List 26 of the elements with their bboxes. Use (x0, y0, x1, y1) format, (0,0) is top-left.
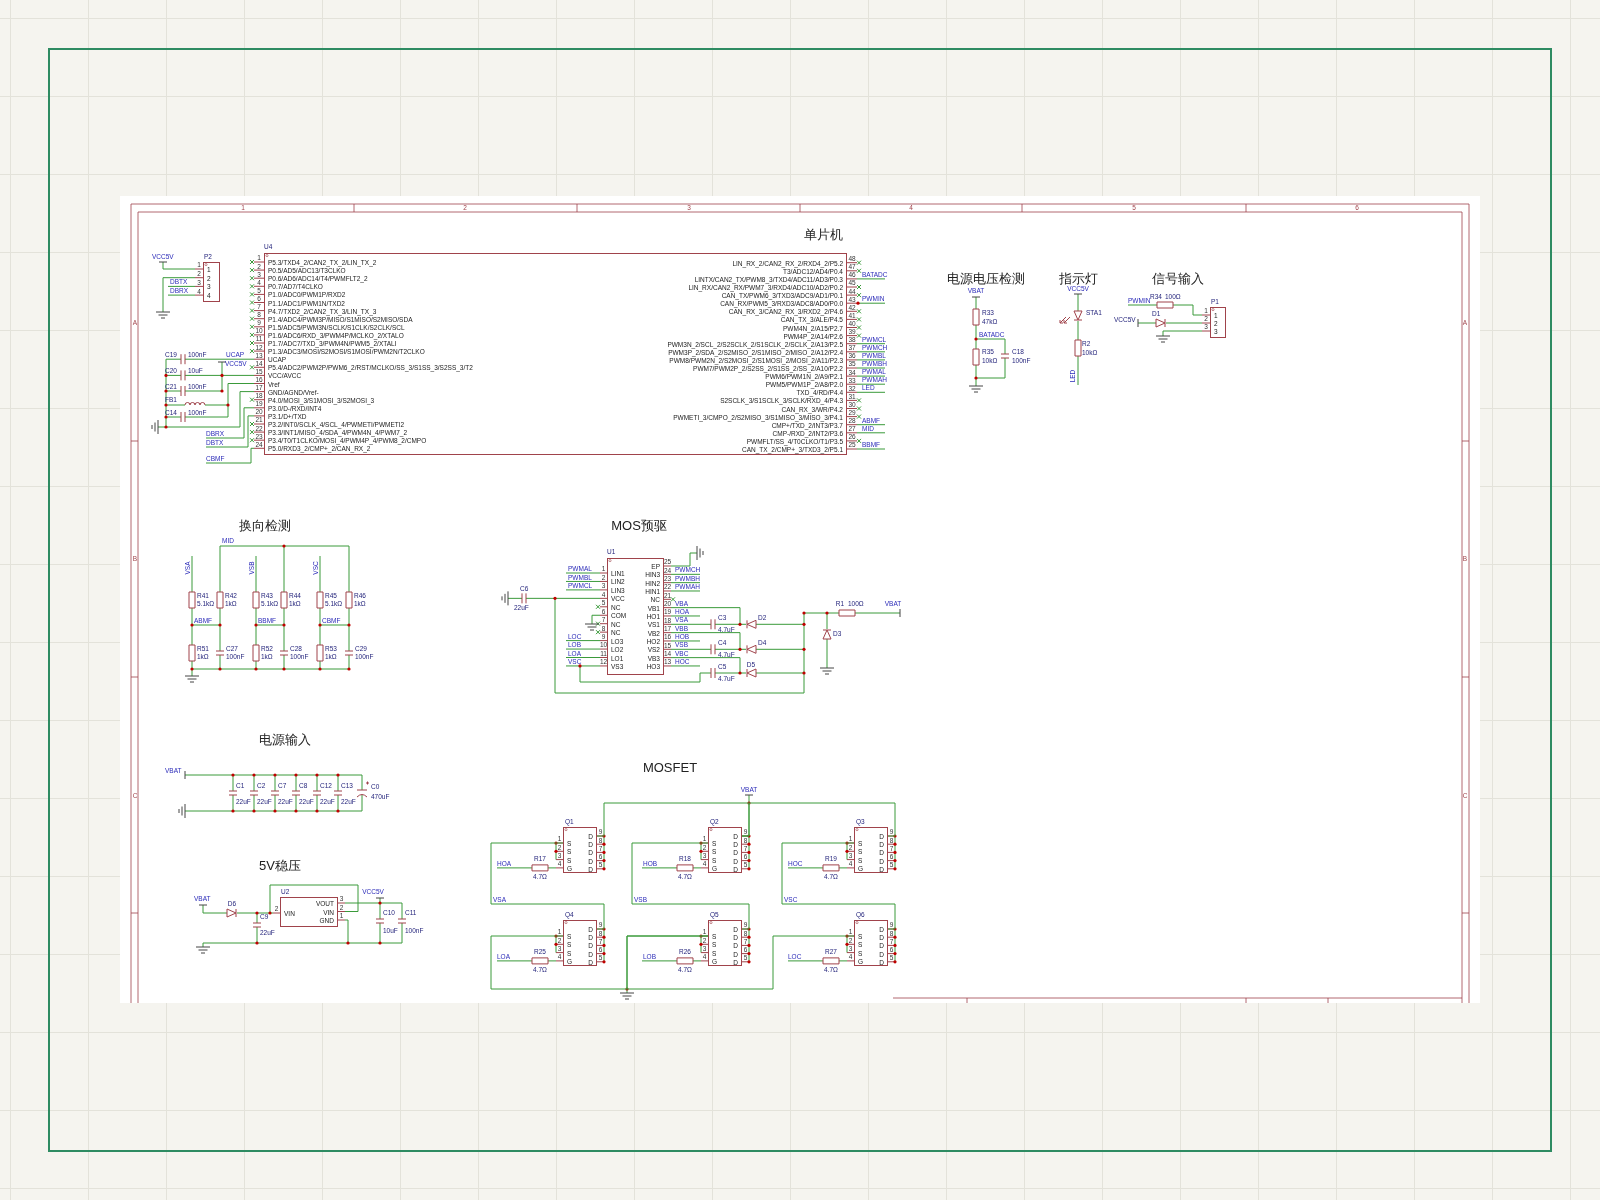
section-title: 信号输入 (1152, 271, 1204, 285)
wire (596, 802, 750, 837)
ic-package (607, 558, 664, 675)
ic-package (264, 253, 847, 455)
ic-package (280, 897, 338, 927)
section-title: MOSFET (642, 760, 698, 774)
mosfet-package (708, 827, 742, 873)
wire (626, 935, 855, 990)
mosfet-package (563, 920, 597, 966)
mosfet-package (854, 920, 888, 966)
section-title: 电源电压检测 (947, 271, 1025, 285)
wire (781, 842, 896, 930)
mosfet-package (708, 920, 742, 966)
section-title: 电源输入 (259, 732, 311, 746)
connector-header (1210, 307, 1226, 338)
section-title: 换向检测 (239, 518, 291, 532)
section-title: MOS预驱 (611, 518, 667, 532)
mosfet-package (563, 827, 597, 873)
mosfet-package (854, 827, 888, 873)
wire (490, 842, 605, 930)
wire (741, 802, 896, 837)
section-title: 指示灯 (1058, 271, 1098, 285)
connector-header (203, 262, 220, 302)
section-title: 单片机 (803, 227, 843, 241)
wire (631, 842, 750, 930)
section-title: 5V稳压 (259, 858, 301, 872)
